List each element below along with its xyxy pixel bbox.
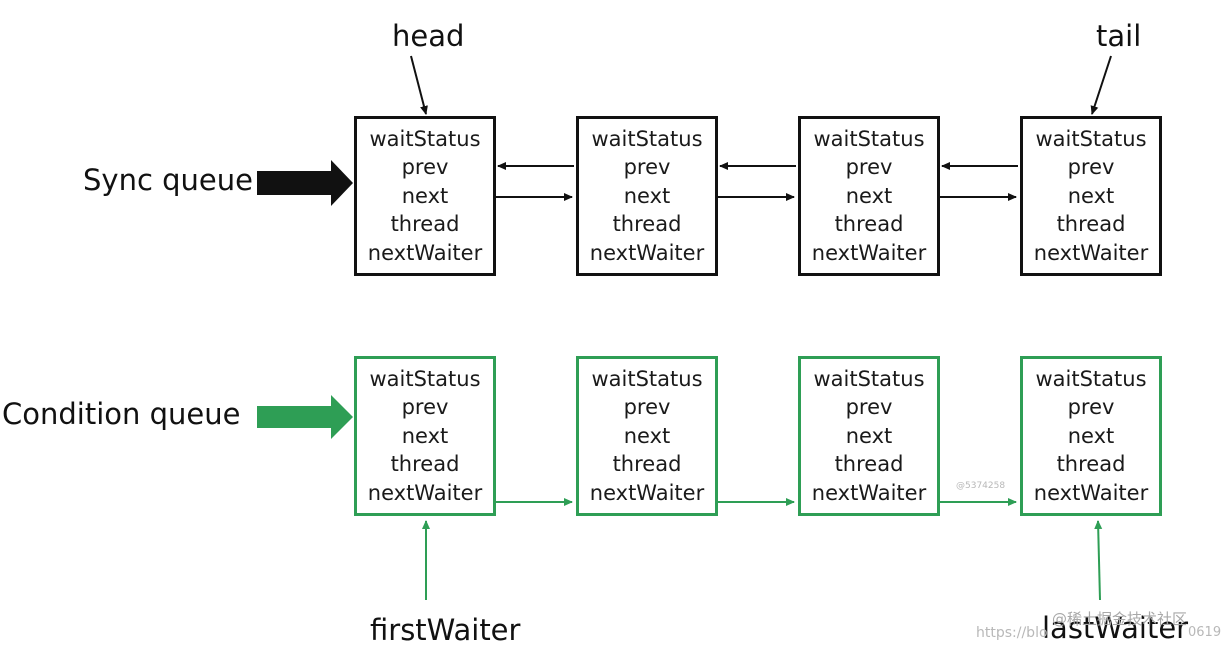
node-field-next: next (1067, 183, 1115, 208)
node-field-waitstatus: waitStatus (369, 366, 481, 391)
condition-node-3: waitStatus prev next thread nextWaiter (798, 356, 940, 516)
node-field-nextwaiter: nextWaiter (589, 480, 705, 505)
sync-node-1: waitStatus prev next thread nextWaiter (354, 116, 496, 276)
node-field-prev: prev (623, 155, 671, 179)
node-field-next: next (845, 183, 893, 208)
node-field-prev: prev (845, 155, 893, 179)
node-field-waitstatus: waitStatus (1035, 366, 1147, 391)
node-field-thread: thread (612, 212, 682, 236)
node-field-prev: prev (845, 395, 893, 419)
condition-queue-entry-arrow (257, 395, 353, 439)
node-field-thread: thread (834, 452, 904, 476)
node-field-nextwaiter: nextWaiter (811, 480, 927, 505)
condition-node-2: waitStatus prev next thread nextWaiter (576, 356, 718, 516)
node-field-next: next (401, 183, 449, 208)
sync-queue-label: Sync queue (83, 163, 253, 197)
node-field-waitstatus: waitStatus (813, 126, 925, 151)
tail-pointer-arrow (1090, 55, 1112, 115)
node-field-waitstatus: waitStatus (591, 366, 703, 391)
tail-label: tail (1096, 19, 1142, 53)
node-field-thread: thread (1056, 452, 1126, 476)
node-field-prev: prev (401, 395, 449, 419)
node-field-nextwaiter: nextWaiter (367, 240, 483, 265)
node-field-next: next (401, 423, 449, 448)
last-waiter-pointer-arrow (1094, 520, 1103, 601)
node-field-thread: thread (1056, 212, 1126, 236)
node-field-waitstatus: waitStatus (369, 126, 481, 151)
first-waiter-label: firstWaiter (370, 613, 521, 647)
node-field-thread: thread (834, 212, 904, 236)
last-waiter-label: lastWaiter (1042, 611, 1189, 645)
node-field-prev: prev (1067, 155, 1115, 179)
node-field-nextwaiter: nextWaiter (1033, 480, 1149, 505)
head-label: head (392, 19, 465, 53)
node-field-waitstatus: waitStatus (1035, 126, 1147, 151)
node-field-thread: thread (390, 452, 460, 476)
node-field-nextwaiter: nextWaiter (811, 240, 927, 265)
condition-queue-label: Condition queue (2, 397, 241, 431)
node-field-waitstatus: waitStatus (813, 366, 925, 391)
node-field-thread: thread (612, 452, 682, 476)
head-pointer-arrow (410, 55, 428, 115)
watermark-url: https://blo (976, 625, 1048, 641)
node-field-next: next (845, 423, 893, 448)
condition-node-4: waitStatus prev next thread nextWaiter (1020, 356, 1162, 516)
node-field-nextwaiter: nextWaiter (367, 480, 483, 505)
watermark-suffix: 0619 (1188, 625, 1222, 640)
node-field-next: next (623, 183, 671, 208)
node-field-nextwaiter: nextWaiter (1033, 240, 1149, 265)
node-field-next: next (623, 423, 671, 448)
watermark-center: @5374258 (956, 481, 1006, 491)
sync-node-4: waitStatus prev next thread nextWaiter (1020, 116, 1162, 276)
node-field-thread: thread (390, 212, 460, 236)
node-field-prev: prev (1067, 395, 1115, 419)
sync-queue-entry-arrow (257, 160, 353, 206)
node-field-waitstatus: waitStatus (591, 126, 703, 151)
node-field-next: next (1067, 423, 1115, 448)
node-field-prev: prev (623, 395, 671, 419)
node-field-nextwaiter: nextWaiter (589, 240, 705, 265)
node-field-prev: prev (401, 155, 449, 179)
condition-node-1: waitStatus prev next thread nextWaiter (354, 356, 496, 516)
watermark-site: @稀土掘金技术社区 (1052, 610, 1188, 628)
sync-node-3: waitStatus prev next thread nextWaiter (798, 116, 940, 276)
sync-node-2: waitStatus prev next thread nextWaiter (576, 116, 718, 276)
